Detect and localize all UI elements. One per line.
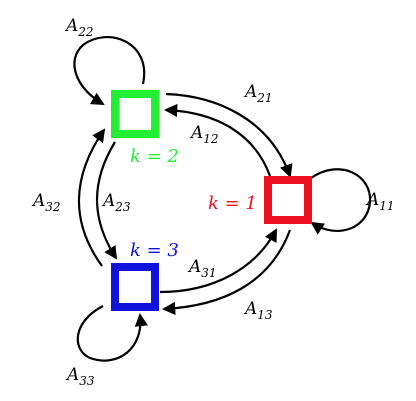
edge-label-A33: A33 [65,365,95,388]
node-k1-box [264,176,312,224]
edge-label-A31: A31 [187,257,217,280]
edge-A13 [162,229,292,316]
edge-label-A22: A22 [64,16,94,39]
edge-A21 [165,92,293,178]
edge-A11 [310,168,372,235]
edge-label-A32: A32 [31,191,61,214]
edge-A12 [164,103,272,177]
edge-label-A21: A21 [243,82,273,105]
node-k2-box [111,90,159,138]
edge-A31 [159,228,277,294]
edge-label-A12: A12 [189,123,219,146]
edge-label-A11: A11 [365,190,395,213]
node-k2-label: k = 2 [130,146,179,167]
edge-A32 [77,128,106,267]
node-k3-label: k = 3 [130,240,179,261]
node-k3-box [111,263,159,311]
edge-label-A23: A23 [101,191,131,214]
node-k1-label: k = 1 [208,193,257,214]
edge-A33 [76,305,148,362]
edge-A23 [96,141,118,260]
edge-A22 [73,36,146,105]
edge-label-A13: A13 [243,299,273,322]
